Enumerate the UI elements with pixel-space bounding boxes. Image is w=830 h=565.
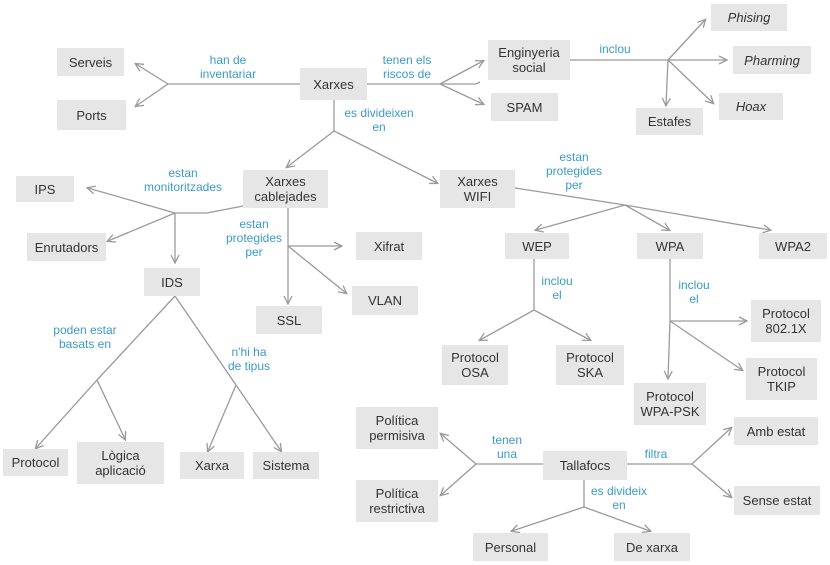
- link-label-inclou-el-wep: inclou el: [541, 274, 573, 302]
- node-tallafocs-label: Tallafocs: [559, 458, 611, 473]
- node-protocol: Protocol: [3, 449, 68, 476]
- node-xarxes-cablejades-label: Xarxes cablejades: [254, 174, 317, 204]
- node-xarxes-wifi: Xarxes WIFI: [440, 170, 515, 208]
- link-label-es-divideix-en: es divideix en: [590, 484, 648, 512]
- node-ips: IPS: [16, 176, 74, 202]
- link-label-inclou: inclou: [599, 42, 631, 56]
- node-protocol-8021x-label: Protocol 802.1X: [762, 306, 810, 336]
- node-xifrat-label: Xifrat: [373, 238, 405, 254]
- node-de-xarxa-label: De xarxa: [625, 539, 679, 555]
- node-xifrat: Xifrat: [356, 232, 422, 260]
- node-wpa: WPA: [637, 233, 703, 259]
- node-sense-estat-label: Sense estat: [742, 493, 812, 508]
- link-label-nhi-ha-de-tipus: n'hi ha de tipus: [227, 345, 271, 373]
- node-estafes: Estafes: [636, 108, 703, 135]
- node-politica-permisiva: Política permisiva: [356, 407, 438, 449]
- node-politica-permisiva-label: Política permisiva: [369, 413, 425, 443]
- node-amb-estat-label: Amb estat: [746, 423, 806, 439]
- node-hoax-label: Hoax: [735, 99, 767, 114]
- node-spam-label: SPAM: [506, 99, 543, 115]
- node-xarxes-cablejades: Xarxes cablejades: [243, 170, 328, 208]
- node-ssl-label: SSL: [276, 312, 302, 328]
- node-ports: Ports: [57, 100, 126, 130]
- node-wpa-label: WPA: [655, 238, 685, 254]
- node-serveis-label: Serveis: [68, 54, 113, 70]
- link-label-estan-protegides-per-cable: estan protegides per: [225, 217, 283, 259]
- node-xarxa: Xarxa: [180, 452, 244, 479]
- node-xarxa-label: Xarxa: [195, 458, 229, 473]
- node-protocol-label: Protocol: [11, 455, 60, 470]
- node-spam: SPAM: [491, 93, 558, 121]
- node-pharming: Pharming: [733, 46, 811, 74]
- node-protocol-tkip: Protocol TKIP: [746, 358, 817, 400]
- node-politica-restrictiva: Política restrictiva: [356, 480, 438, 522]
- link-label-estan-monitoritzades: estan monitoritzades: [143, 166, 223, 194]
- node-protocol-tkip-label: Protocol TKIP: [757, 364, 806, 394]
- node-enginyeria-social-label: Enginyeria social: [498, 45, 560, 75]
- node-sistema: Sistema: [253, 452, 319, 479]
- node-xarxes: Xarxes: [300, 68, 367, 100]
- node-protocol-osa: Protocol OSA: [442, 345, 508, 385]
- node-vlan: VLAN: [352, 286, 418, 315]
- node-enrutadors: Enrutadors: [27, 233, 106, 261]
- node-pharming-label: Pharming: [744, 52, 800, 68]
- node-enrutadors-label: Enrutadors: [34, 239, 99, 255]
- node-protocol-ska-label: Protocol SKA: [566, 350, 614, 380]
- node-ports-label: Ports: [76, 107, 107, 123]
- node-protocol-ska: Protocol SKA: [556, 345, 624, 385]
- link-label-han-de-inventariar: han de inventariar: [199, 53, 257, 81]
- node-protocol-osa-label: Protocol OSA: [451, 350, 499, 380]
- node-serveis: Serveis: [57, 48, 124, 76]
- node-hoax: Hoax: [719, 93, 783, 120]
- node-protocol-wpa-psk-label: Protocol WPA-PSK: [640, 389, 700, 419]
- node-xarxes-label: Xarxes: [313, 76, 354, 92]
- node-ids-label: IDS: [161, 274, 183, 290]
- node-ips-label: IPS: [34, 181, 56, 197]
- link-label-tenen-una: tenen una: [491, 433, 523, 461]
- link-label-es-divideixen-en: es divideixen en: [344, 106, 414, 134]
- link-label-tenen-els-riscos-de: tenen els riscos de: [382, 53, 432, 81]
- node-logica-aplicacio-label: Lògica aplicació: [95, 448, 146, 478]
- node-wpa2: WPA2: [759, 233, 827, 259]
- node-enginyeria-social: Enginyeria social: [488, 40, 570, 80]
- node-sistema-label: Sistema: [262, 458, 310, 473]
- node-tallafocs: Tallafocs: [543, 451, 627, 480]
- node-wep-label: WEP: [522, 238, 552, 254]
- node-personal: Personal: [473, 533, 548, 561]
- node-vlan-label: VLAN: [368, 293, 402, 308]
- node-protocol-8021x: Protocol 802.1X: [751, 300, 821, 342]
- node-estafes-label: Estafes: [647, 114, 692, 129]
- link-label-estan-protegides-per-wifi: estan protegides per: [545, 150, 603, 192]
- node-ssl: SSL: [256, 306, 322, 334]
- node-de-xarxa: De xarxa: [614, 533, 690, 561]
- node-phising-label: Phising: [727, 10, 771, 25]
- node-wpa2-label: WPA2: [775, 238, 811, 254]
- node-protocol-wpa-psk: Protocol WPA-PSK: [634, 383, 706, 425]
- node-personal-label: Personal: [484, 539, 537, 555]
- node-logica-aplicacio: Lògica aplicació: [77, 442, 164, 484]
- node-politica-restrictiva-label: Política restrictiva: [369, 486, 425, 516]
- link-label-inclou-el-wpa: inclou el: [678, 278, 710, 306]
- node-sense-estat: Sense estat: [734, 486, 820, 515]
- link-label-filtra: filtra: [644, 447, 668, 461]
- node-xarxes-wifi-label: Xarxes WIFI: [457, 174, 498, 204]
- link-label-poden-estar-basats-en: poden estar basats en: [53, 323, 117, 351]
- node-amb-estat: Amb estat: [734, 417, 818, 445]
- node-wep: WEP: [505, 233, 569, 259]
- node-phising: Phising: [711, 4, 787, 31]
- node-ids: IDS: [144, 268, 200, 296]
